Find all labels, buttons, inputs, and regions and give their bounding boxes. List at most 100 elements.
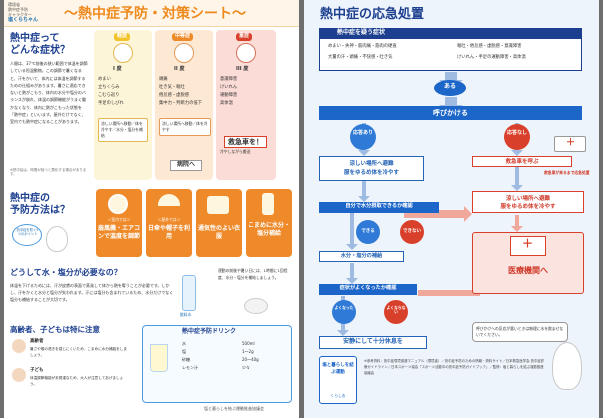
call-box: 呼びかける: [319, 106, 582, 120]
ingredient-amount: 500ml: [242, 341, 255, 346]
can-circle: [356, 220, 380, 244]
level-1-symptom: めまい: [98, 77, 111, 82]
symptom-left-2: 大量の汗・頭痛・不快感・吐き気: [328, 55, 393, 60]
ingredient-row: レモン汁少々: [182, 365, 282, 374]
sec4-elderly-text: 暑さや喉の渇きを感じにくいため、こまめに水分補給をしましょう。: [30, 347, 127, 357]
references: ※参考資料：熱中症環境保健マニュアル（環境省）／熱中症予防のための情報・資料サイ…: [364, 359, 545, 375]
level-3-sub: 冷やしながら搬送: [220, 149, 251, 154]
level-3-action: 救急車を！: [224, 136, 267, 149]
sec3-heading: どうして水・塩分が必要なの？: [10, 268, 122, 277]
logo-name: 塩くらちゃん: [8, 17, 39, 23]
cool-box: 涼しい場所へ避難 服をゆるめ体を冷やす: [319, 156, 424, 181]
right-sheet: 熱中症の応急処置 熱中症を疑う症状 めまい・失神・筋肉痛・筋肉の硬直 大量の汗・…: [304, 0, 599, 418]
level-2-symptom: 倦怠感・虚脱感: [159, 93, 190, 98]
level-1-symptoms: めまい 立ちくらみ こむら返り 手足のしびれ: [98, 76, 148, 108]
ingredient-row: 水 500ml: [182, 341, 282, 350]
sec4-child: 子ども: [30, 368, 44, 373]
better-q-box: 症状がよくなったか確認: [319, 284, 417, 295]
tip-2-main: 日傘や帽子を利用: [148, 225, 191, 240]
ingredient-name: レモン汁: [182, 365, 198, 370]
level-3-face: [236, 43, 256, 63]
level-2-symptom: 吐き気・嘔吐: [159, 85, 185, 90]
level-3-symptom: けいれん: [220, 85, 238, 90]
suspect-heading: 熱中症を疑う症状: [319, 28, 582, 39]
logo-line3: キャラクター: [8, 12, 32, 17]
sec4-elderly: 高齢者: [30, 339, 44, 344]
ingredient-name: 砂糖: [182, 357, 190, 362]
hydrate-box: 水分・塩分の補給: [319, 251, 404, 262]
ambulance-box: 救急車を呼ぶ: [472, 156, 572, 167]
level-3-symptom: 高体温: [220, 101, 233, 106]
tip-4-main: こまめに水分・塩分補給: [248, 222, 291, 237]
symptom-left-1: めまい・失神・筋肉痛・筋肉の硬直: [328, 44, 397, 49]
sec3-side: 運動の前後や暑い日には、1時間に1回程度、水分・塩分を補給しましょう。: [218, 268, 288, 280]
notbetter-text: よくならない: [386, 305, 406, 315]
umbrella-icon: [158, 194, 180, 206]
level-1-symptom: 立ちくらみ: [98, 85, 120, 90]
level-1-symptom: こむら返り: [98, 93, 120, 98]
notbetter-circle: [384, 300, 408, 324]
ambulance-icon-cross: ＋: [566, 138, 576, 148]
drink-ingredients: 水 500ml 塩 1〜2g 砂糖 20〜40g レモン汁少々: [182, 341, 282, 374]
better-circle: [332, 300, 356, 324]
level-1-face: [113, 43, 133, 63]
ingredient-row: 砂糖 20〜40g: [182, 357, 282, 366]
sec4-heading: 高齢者、子どもは特に注意: [10, 325, 100, 334]
tip-3-main: 通気性のよい衣服: [198, 225, 241, 240]
bottle-icon: [262, 193, 274, 215]
hospital-cross-icon: ＋: [522, 237, 533, 250]
level-3-symptoms: 意識障害 けいれん 運動障害 高体温: [220, 76, 274, 108]
cool2-box: 涼しい場所へ避難 服をゆるめ体を冷やす: [472, 191, 584, 213]
level-2-face: [174, 43, 194, 63]
ambulance-note: 救急車が来るまで応急処置: [544, 170, 590, 175]
rest-box: 安静にして十分休息を: [319, 336, 427, 349]
better-text: よくなった: [334, 305, 354, 310]
sec3-bottle: 飲料水: [180, 312, 192, 317]
left-header: [4, 0, 299, 27]
ingredient-name: 水: [182, 341, 186, 346]
left-footer: 塩と暮らしを結ぶ運動推進協議会: [204, 406, 264, 411]
hospital-building-icon: [510, 236, 546, 256]
reply-ok-circle: [350, 124, 376, 150]
mascot-bubble: [12, 224, 42, 246]
caution-text: 呼びかけへの反応が悪いときは無理に水を飲ませないでください。: [472, 322, 568, 342]
left-title: 〜熱中症予防・対策シート〜: [64, 6, 246, 22]
water-bottle-icon: [182, 275, 196, 311]
symptom-right-2: けいれん・手足の運動障害・高体温: [457, 55, 526, 60]
level-1-action: 涼しい場所へ移動／体を冷やす／水分・塩分を補給: [98, 118, 148, 142]
kurashio-logo-text: 塩と暮らしを結ぶ運動: [322, 363, 354, 375]
ingredient-name: 塩: [182, 349, 186, 354]
lemon-glass-icon: [150, 344, 168, 372]
level-2-label: 中等症: [172, 33, 194, 41]
level-1-grade: I 度: [113, 66, 122, 72]
level-2-action: 涼しい場所へ移動／体を冷やす: [159, 118, 211, 136]
level-2-symptom: 頭痛: [159, 77, 168, 82]
mascot-bubble-text: 熱中症を防ぐ5つのポイント: [16, 228, 39, 236]
left-sheet: 環境省 熱中症予防 キャラクター 塩くらちゃん 〜熱中症予防・対策シート〜 熱中…: [4, 0, 299, 418]
sec1-heading1: 熱中症って: [10, 33, 60, 44]
shirt-icon: [207, 196, 229, 214]
can-text: できる: [361, 229, 375, 234]
ingredient-amount: 1〜2g: [242, 349, 254, 354]
level-2-symptom: 集中力・判断力の低下: [159, 101, 202, 106]
right-title: 熱中症の応急処置: [320, 7, 425, 22]
symptom-right-1: 嘔吐・倦怠感・虚脱感・意識障害: [457, 44, 522, 49]
salt-icon: [244, 298, 268, 314]
level-2-symptoms: 頭痛 吐き気・嘔吐 倦怠感・虚脱感 集中力・判断力の低下: [159, 76, 211, 108]
level-3-grade: III 度: [236, 66, 249, 72]
yes-bubble: [434, 80, 466, 96]
sec1-note: ※熱中症は、時間が経つと悪化する場合があります。: [10, 168, 87, 177]
ambulance-icon: [554, 136, 586, 152]
kurashio-logo: [319, 356, 357, 404]
ingredient-amount: 20〜40g: [242, 357, 259, 362]
sec2-heading1: 熱中症の: [10, 193, 50, 204]
level-2-hospital: 病院へ: [170, 160, 203, 171]
reply-ng-circle: [504, 124, 530, 150]
hospital-text: 医療機関へ: [508, 266, 548, 275]
child-icon: [12, 368, 26, 382]
elderly-icon: [12, 339, 26, 353]
sec2-heading2: 予防方法は？: [10, 205, 70, 216]
sec1-body: 人間は、37℃前後の狭い範囲で体温を調節している恒温動物。この調節で暑くなると、…: [10, 61, 88, 125]
tip-1-pre: ＜室内では＞: [107, 217, 131, 222]
cannot-text: できない: [403, 229, 421, 234]
